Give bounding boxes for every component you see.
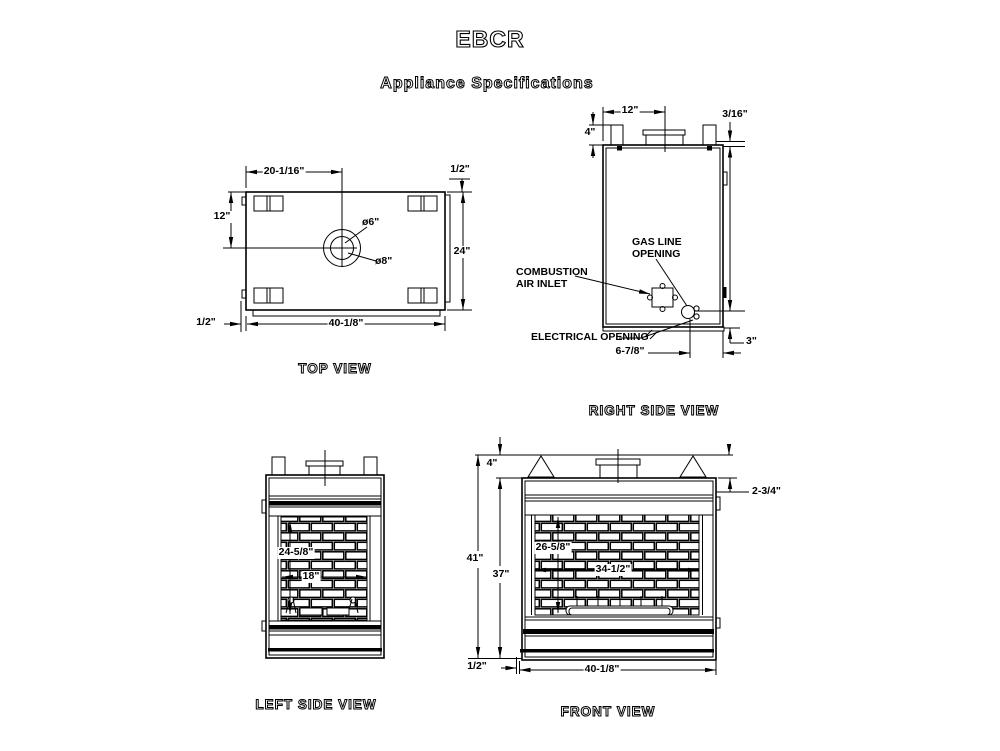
view-title-top: TOP VIEW <box>298 361 372 377</box>
bottom-plate <box>602 326 725 332</box>
left-view-dimensions <box>282 521 367 614</box>
edge-bump <box>261 620 267 632</box>
standoff <box>271 456 286 476</box>
electrical-leader <box>619 319 694 340</box>
header-trim <box>525 494 713 516</box>
corner-brackets <box>253 195 438 304</box>
combustion-air-inlet-label: COMBUSTION AIR INLET <box>516 266 588 290</box>
front-view-drawing <box>468 437 749 675</box>
dim-front-opening-height: 26-5/8" <box>534 541 572 554</box>
left-side-view-drawing <box>261 450 385 659</box>
electrical-opening-label: ELECTRICAL OPENING <box>531 331 649 343</box>
dim-right-standoff-height: 4" <box>583 126 597 139</box>
front-face-strip <box>444 194 451 303</box>
gas-line-opening-label: GAS LINE OPENING <box>632 236 682 260</box>
dia6-leader <box>344 226 368 244</box>
dim-left-opening-depth: 18" <box>301 570 321 583</box>
dim-top-half-top-right: 1/2" <box>450 163 470 175</box>
dim-top-width: 40-1/8" <box>327 317 365 330</box>
dim-front-base-offset: 1/2" <box>467 660 487 672</box>
dim-top-depth: 24" <box>452 245 472 258</box>
view-title-front: FRONT VIEW <box>560 704 656 720</box>
dim-right-top-flange: 3/16" <box>722 108 748 120</box>
dim-top-width-to-flue: 20-1/16" <box>262 165 306 178</box>
flue-collar <box>595 458 641 479</box>
gas-leader <box>655 258 688 307</box>
flue-collar <box>642 129 686 146</box>
view-title-left-side: LEFT SIDE VIEW <box>255 697 377 713</box>
dim-top-depth-to-flue: 12" <box>212 210 232 223</box>
hearth-trim <box>520 616 714 653</box>
grate <box>565 596 674 616</box>
edge-bump <box>722 171 728 186</box>
standoff-triangle <box>679 455 707 478</box>
top-view-dimensions <box>224 166 472 332</box>
edge-bump <box>715 496 721 511</box>
edge-bump <box>715 617 721 629</box>
standoff <box>610 124 624 146</box>
dim-flue-inner-dia: ø6" <box>362 216 380 228</box>
dim-left-opening-height: 24-5/8" <box>277 546 315 559</box>
dim-right-gas-offset: 6-7/8" <box>614 345 646 358</box>
right-view-dimensions <box>589 107 745 358</box>
top-view-drawing <box>223 166 472 332</box>
front-view-dimensions <box>468 437 749 675</box>
dim-front-body-height: 37" <box>491 568 511 581</box>
dim-top-half-bottom-left: 1/2" <box>196 316 216 328</box>
base-plate <box>252 309 441 317</box>
dim-right-gas-height: 3" <box>746 335 757 347</box>
dim-front-opening-width: 34-1/2" <box>594 563 632 576</box>
dim-front-top-trim: 2-3/4" <box>752 485 781 497</box>
top-view-body <box>245 191 446 311</box>
dim-front-overall-height: 41" <box>465 552 485 565</box>
dim-front-standoff-height: 4" <box>485 457 499 470</box>
page-subtitle: Appliance Specifications <box>380 75 594 93</box>
combustion-leader <box>574 275 651 295</box>
hearth-trim <box>268 620 382 652</box>
left-tab <box>241 196 247 206</box>
standoff <box>363 456 378 476</box>
standoff <box>702 124 717 146</box>
standoff-triangle <box>527 455 555 478</box>
right-side-view-drawing <box>574 106 745 358</box>
view-title-right-side: RIGHT SIDE VIEW <box>588 403 720 419</box>
header-trim <box>269 495 381 517</box>
page-title: EBCR <box>455 25 525 52</box>
combustion-air-inlet-knockout <box>647 283 678 312</box>
edge-bump <box>261 499 267 514</box>
flue-collar-circles <box>223 168 377 267</box>
gas-line-opening-knockout <box>681 305 700 320</box>
dia8-leader <box>347 252 377 262</box>
left-tab <box>241 289 247 299</box>
dim-flue-outer-dia: ø8" <box>375 255 393 267</box>
flue-collar <box>305 460 344 476</box>
dim-right-flue-center: 12" <box>620 104 640 117</box>
dim-front-width: 40-1/8" <box>583 663 621 676</box>
edge-bump <box>723 287 727 298</box>
